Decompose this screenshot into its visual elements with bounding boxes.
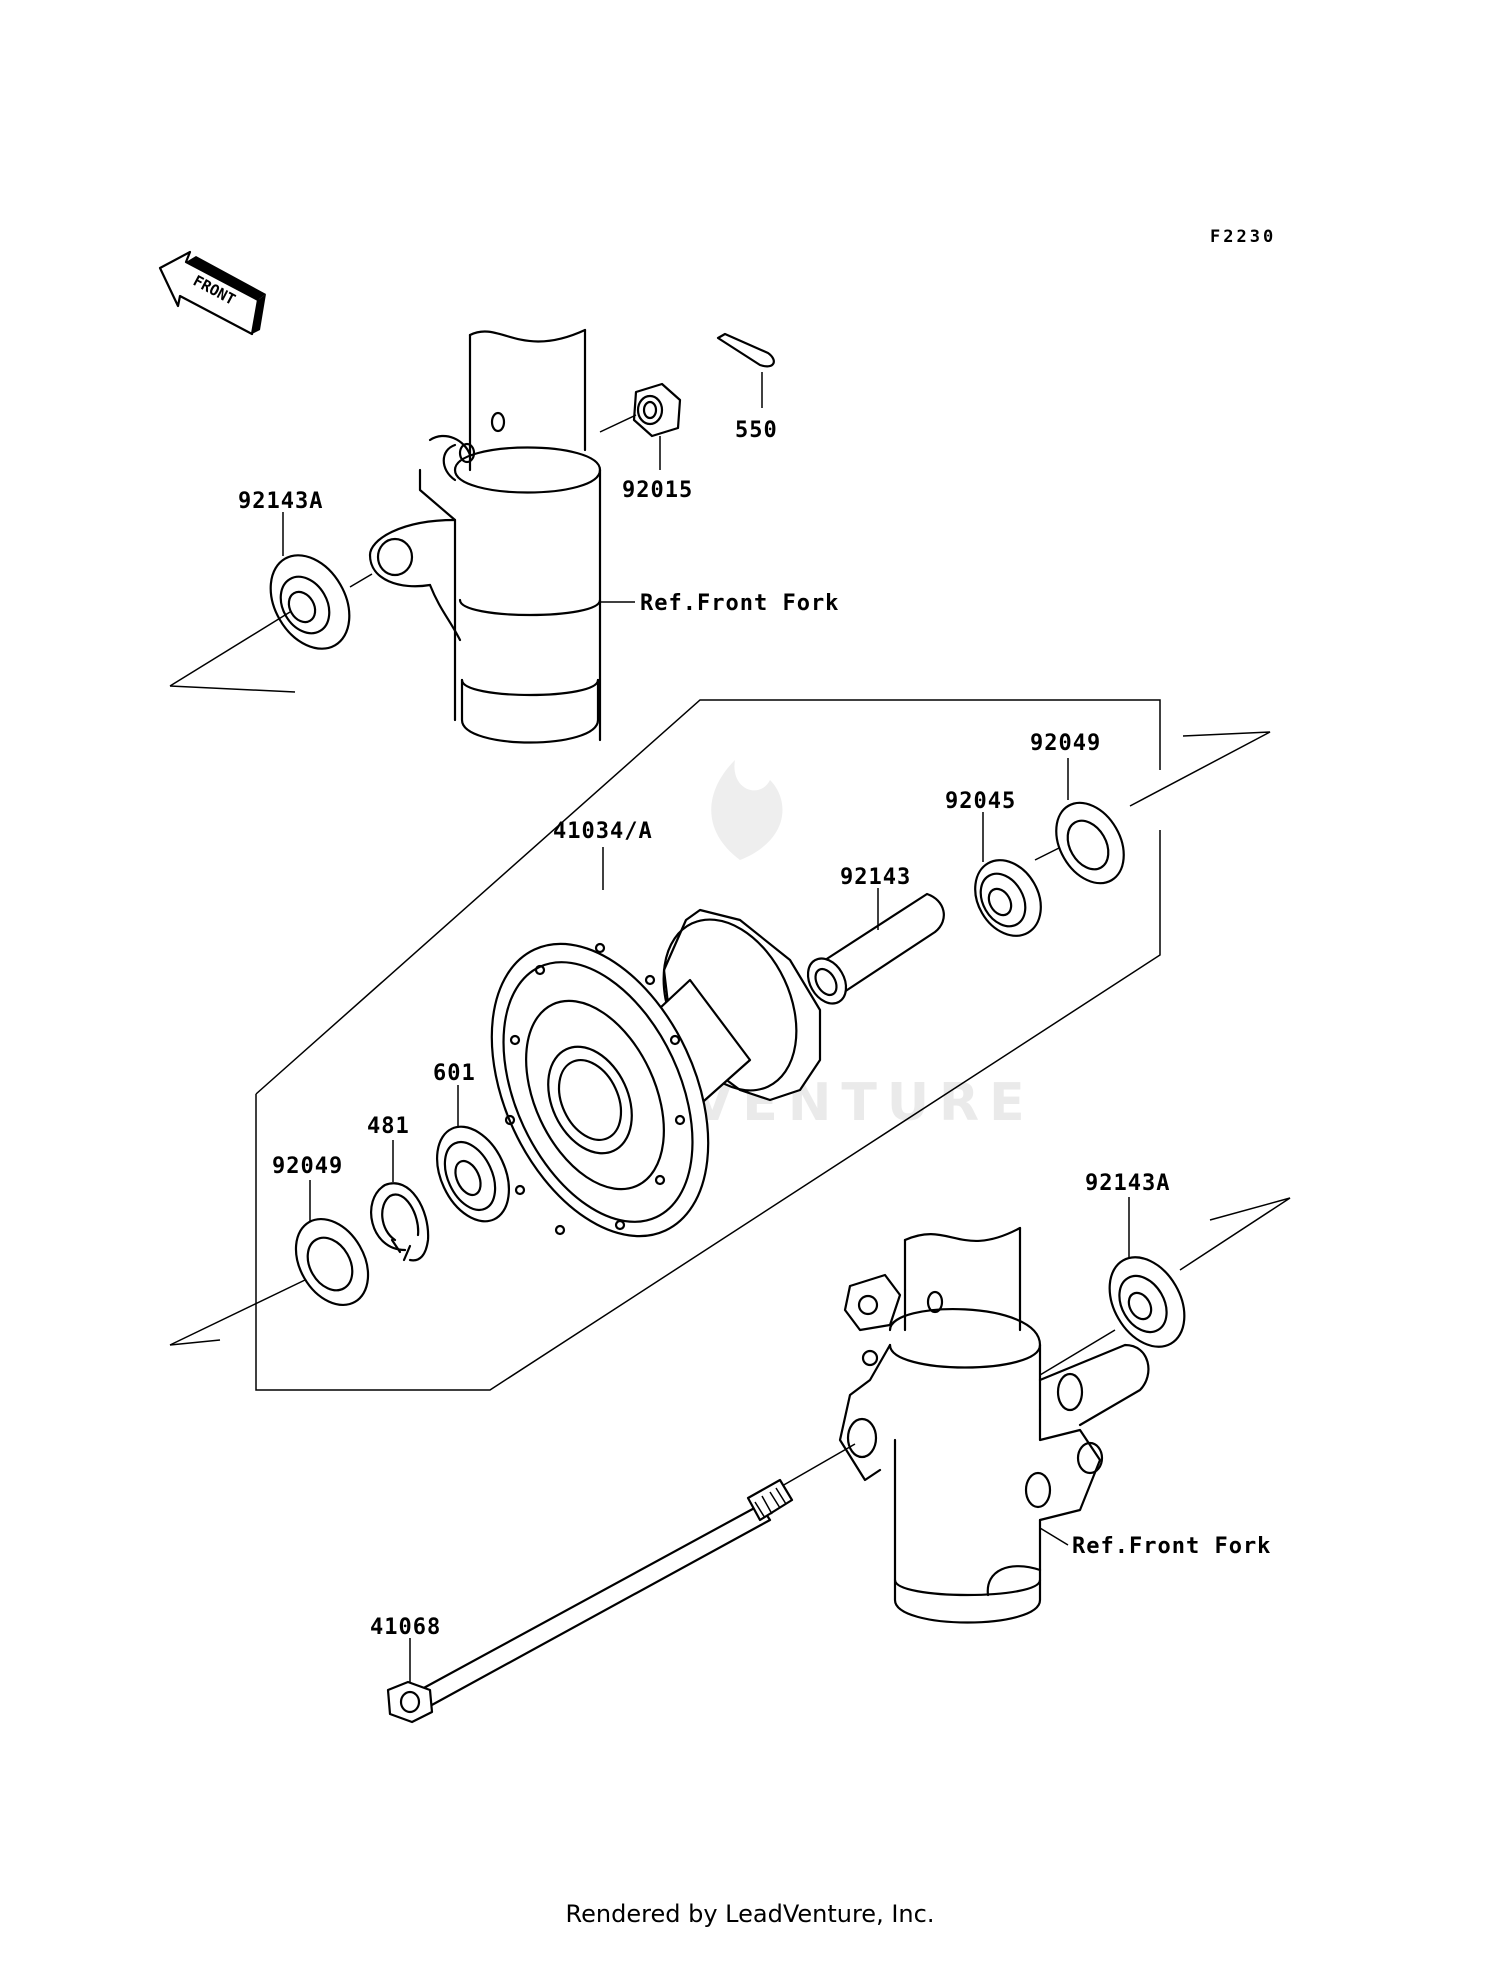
assembly-frame bbox=[255, 699, 1161, 1391]
bottom-front-fork bbox=[838, 1226, 1150, 1624]
label-92045: 92045 bbox=[945, 789, 1016, 814]
label-481: 481 bbox=[367, 1114, 410, 1139]
label-41068: 41068 bbox=[370, 1615, 441, 1640]
seal-92049-left: 92049 bbox=[169, 1154, 370, 1346]
spacer-92143: 92143 bbox=[806, 865, 945, 1005]
footer-credit: Rendered by LeadVenture, Inc. bbox=[565, 1900, 935, 1928]
ref-front-fork-bottom: Ref.Front Fork bbox=[1072, 1534, 1271, 1559]
axle-41068: 41068 bbox=[370, 1443, 856, 1724]
collar-92143A-bottom: 92143A bbox=[1039, 1171, 1291, 1376]
label-41034A: 41034/A bbox=[553, 819, 653, 844]
bearing-601: 601 bbox=[433, 1061, 510, 1223]
seal-92049-right: 92049 bbox=[1030, 731, 1125, 885]
ref-front-fork-top: Ref.Front Fork bbox=[640, 591, 839, 616]
cotter-pin-550: 550 bbox=[716, 332, 778, 443]
label-92049-left: 92049 bbox=[272, 1154, 343, 1179]
label-92143A-top: 92143A bbox=[238, 489, 323, 514]
label-550: 550 bbox=[735, 418, 778, 443]
wheel-hub-41034 bbox=[490, 908, 822, 1238]
label-92015: 92015 bbox=[622, 478, 693, 503]
label-92143: 92143 bbox=[840, 865, 911, 890]
top-front-fork bbox=[368, 328, 602, 744]
front-arrow-icon: FRONT bbox=[158, 250, 266, 336]
label-92049-right: 92049 bbox=[1030, 731, 1101, 756]
diagram-code: F2230 bbox=[1210, 227, 1276, 247]
label-601: 601 bbox=[433, 1061, 476, 1086]
collar-92143A-top: 92143A bbox=[169, 489, 373, 693]
nut-92015: 92015 bbox=[599, 382, 693, 503]
bearing-92045: 92045 bbox=[945, 789, 1042, 937]
circlip-481: 481 bbox=[367, 1114, 430, 1262]
label-92143A-bottom: 92143A bbox=[1085, 1171, 1170, 1196]
